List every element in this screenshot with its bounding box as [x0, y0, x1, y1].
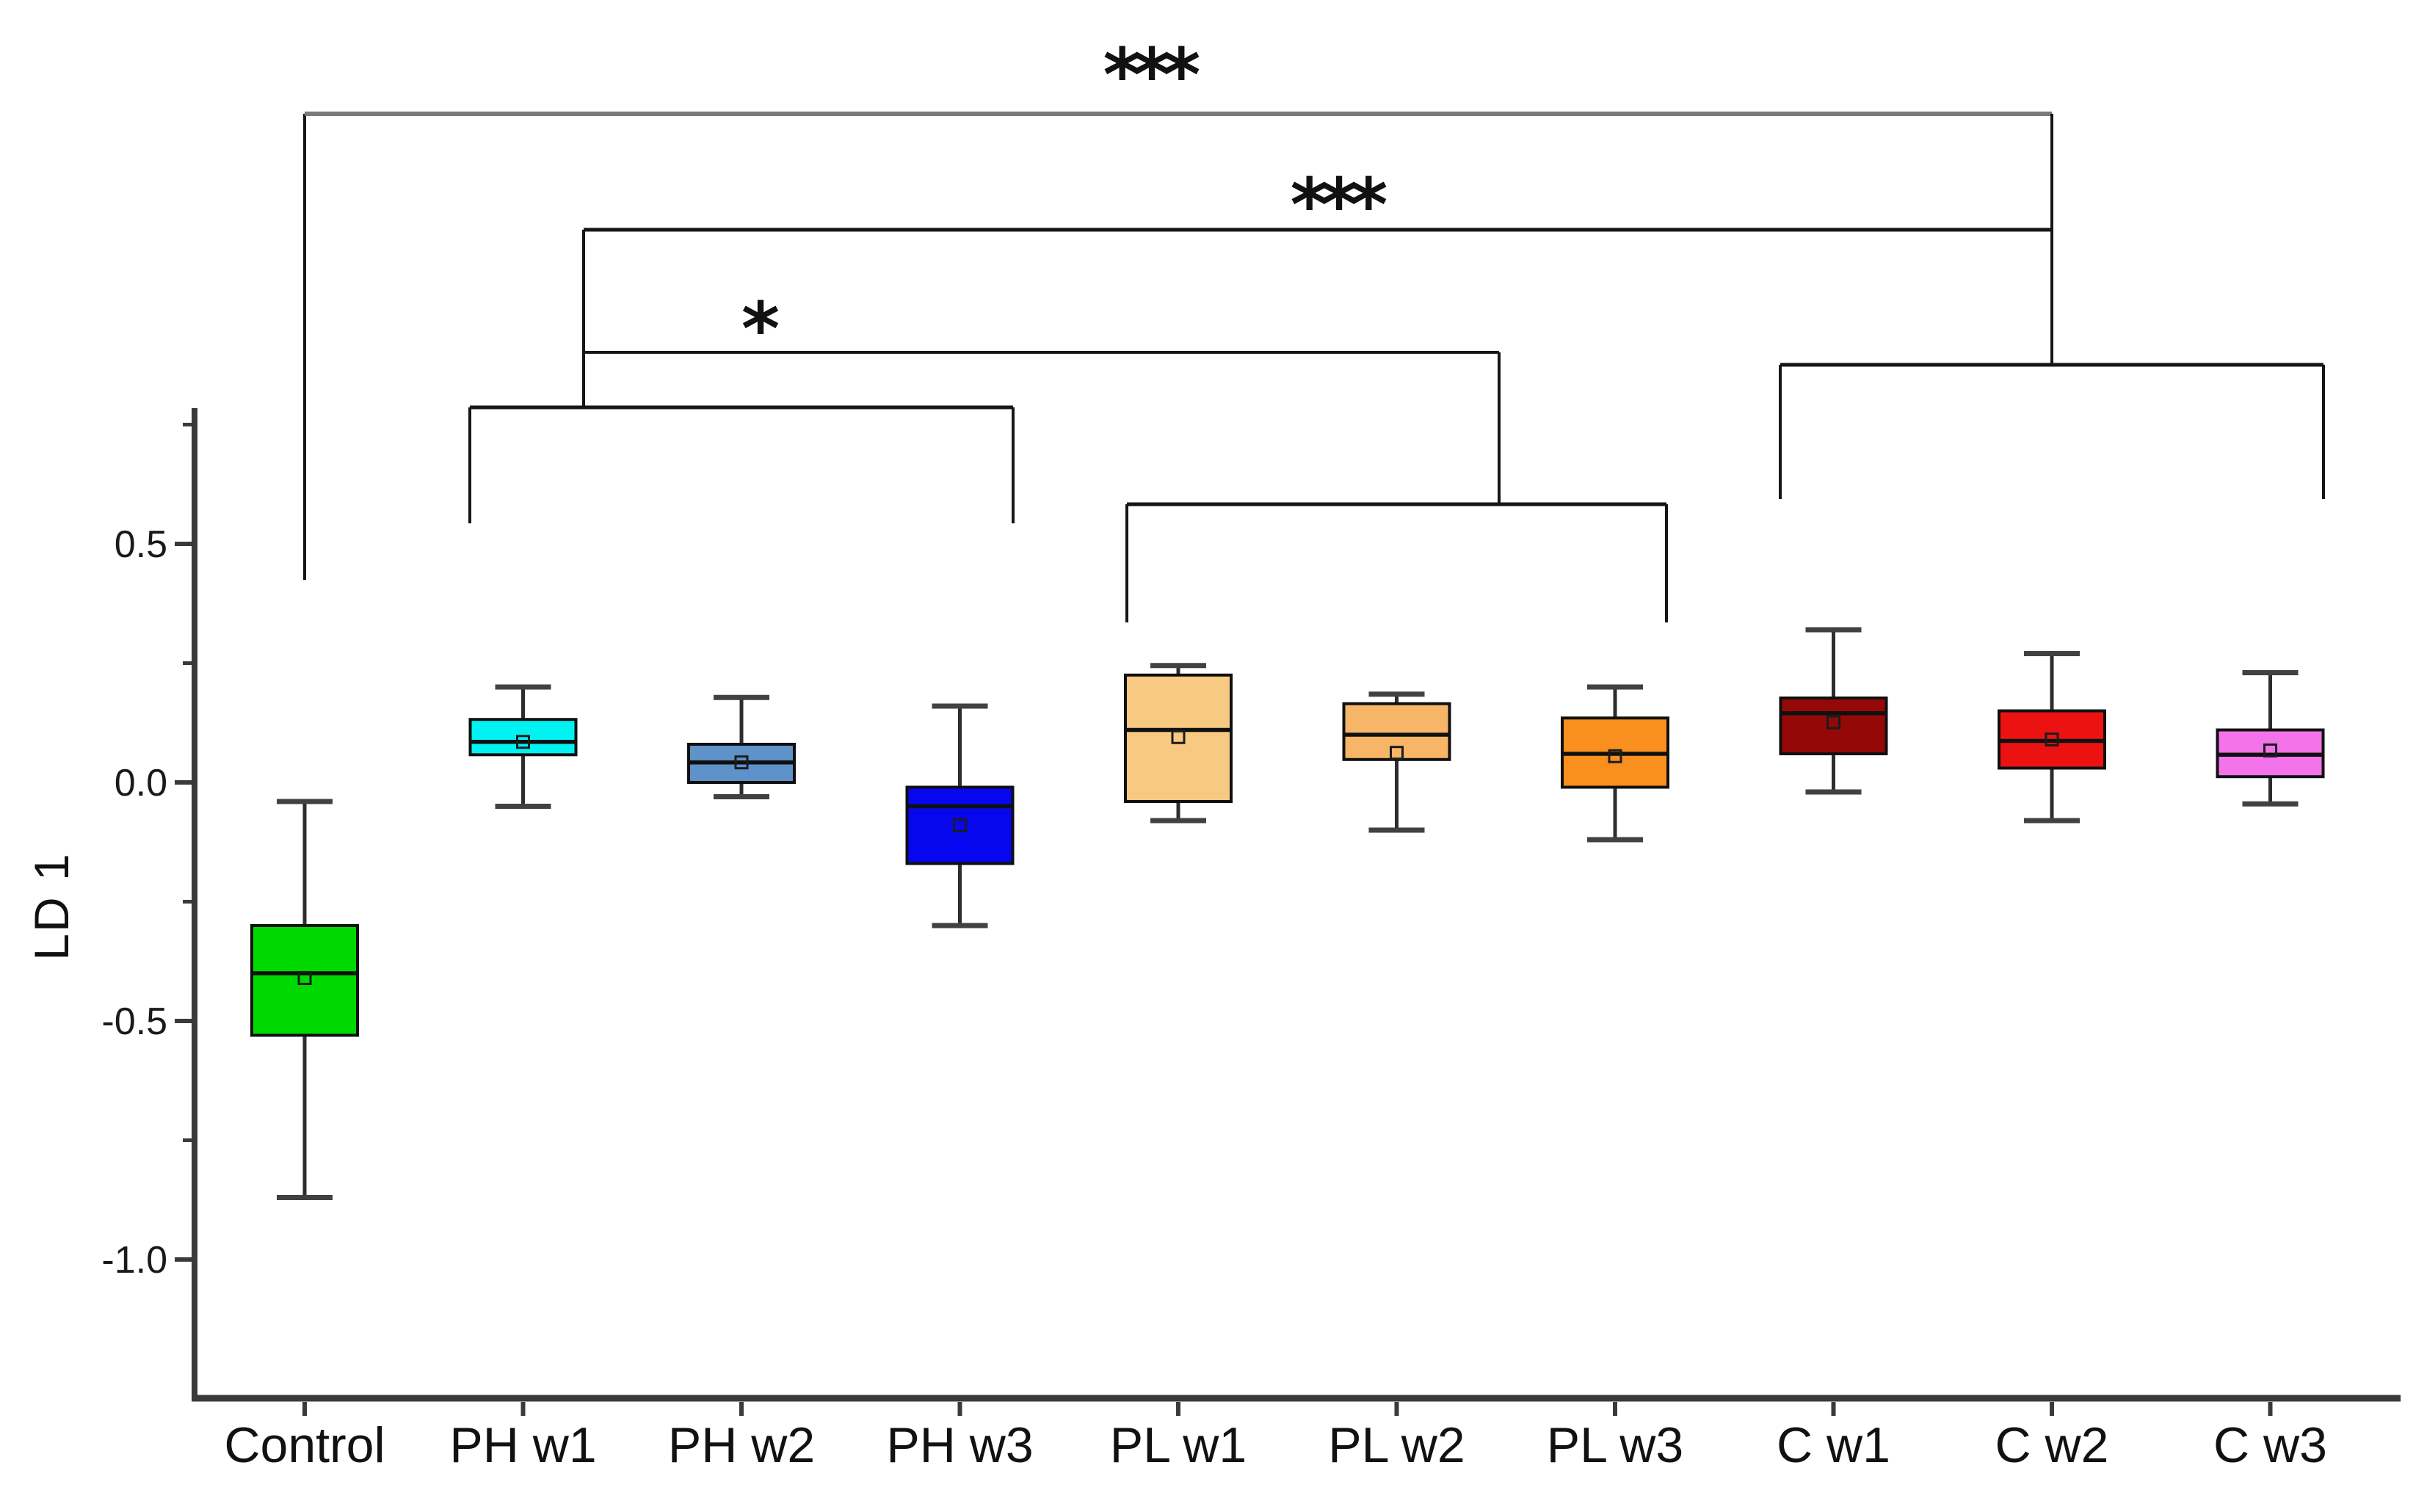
- y-tick-label-0.0: 0.0: [115, 762, 167, 804]
- significance-label: ***: [1291, 162, 1387, 248]
- box-group-C-w2: [1998, 651, 2106, 824]
- x-tick-label-C-w2: C w2: [1995, 1417, 2109, 1473]
- box-group-PH-w3: [905, 703, 1015, 928]
- mean-marker: [1608, 749, 1622, 763]
- y-tick-label-0.5: 0.5: [115, 523, 167, 566]
- box-rect: [1779, 696, 1888, 756]
- mean-marker: [1171, 730, 1186, 744]
- box-rect: [250, 924, 359, 1037]
- box-rect: [1342, 702, 1451, 761]
- mean-marker: [2263, 743, 2277, 757]
- box-rect: [1124, 673, 1233, 803]
- box-group-PH-w2: [687, 694, 796, 799]
- x-tick-label-C-w3: C w3: [2213, 1417, 2327, 1473]
- x-tick-label-PL-w2: PL w2: [1328, 1417, 1465, 1473]
- x-tick-label-C-w1: C w1: [1777, 1417, 1890, 1473]
- y-tick-label--1.0: -1.0: [101, 1239, 167, 1282]
- y-axis-title: LD 1: [24, 852, 79, 961]
- x-tick-label-PH-w2: PH w2: [668, 1417, 815, 1473]
- significance-label: *: [741, 286, 779, 372]
- box-group-C-w1: [1779, 627, 1888, 795]
- mean-marker: [953, 818, 967, 832]
- significance-label: ***: [1103, 32, 1200, 118]
- box-group-C-w3: [2216, 670, 2325, 807]
- x-tick-label-PL-w1: PL w1: [1110, 1417, 1247, 1473]
- box-group-PH-w1: [468, 684, 578, 809]
- mean-marker: [734, 755, 749, 770]
- x-tick-label-Control: Control: [224, 1417, 385, 1473]
- mean-marker: [1826, 715, 1840, 730]
- x-tick-label-PH-w3: PH w3: [886, 1417, 1033, 1473]
- box-group-PL-w2: [1342, 691, 1451, 833]
- box-rect: [905, 785, 1015, 865]
- x-tick-label-PL-w3: PL w3: [1547, 1417, 1683, 1473]
- box-group-PL-w1: [1124, 663, 1233, 824]
- box-group-PL-w3: [1561, 684, 1669, 843]
- mean-marker: [297, 971, 312, 985]
- box-group-Control: [250, 799, 359, 1200]
- significance-brackets: *******: [303, 32, 2325, 622]
- mean-marker: [516, 735, 530, 749]
- x-tick-label-PH-w1: PH w1: [449, 1417, 596, 1473]
- mean-marker: [1390, 746, 1404, 760]
- y-tick-label--0.5: -0.5: [101, 1000, 167, 1043]
- mean-marker: [2045, 733, 2059, 746]
